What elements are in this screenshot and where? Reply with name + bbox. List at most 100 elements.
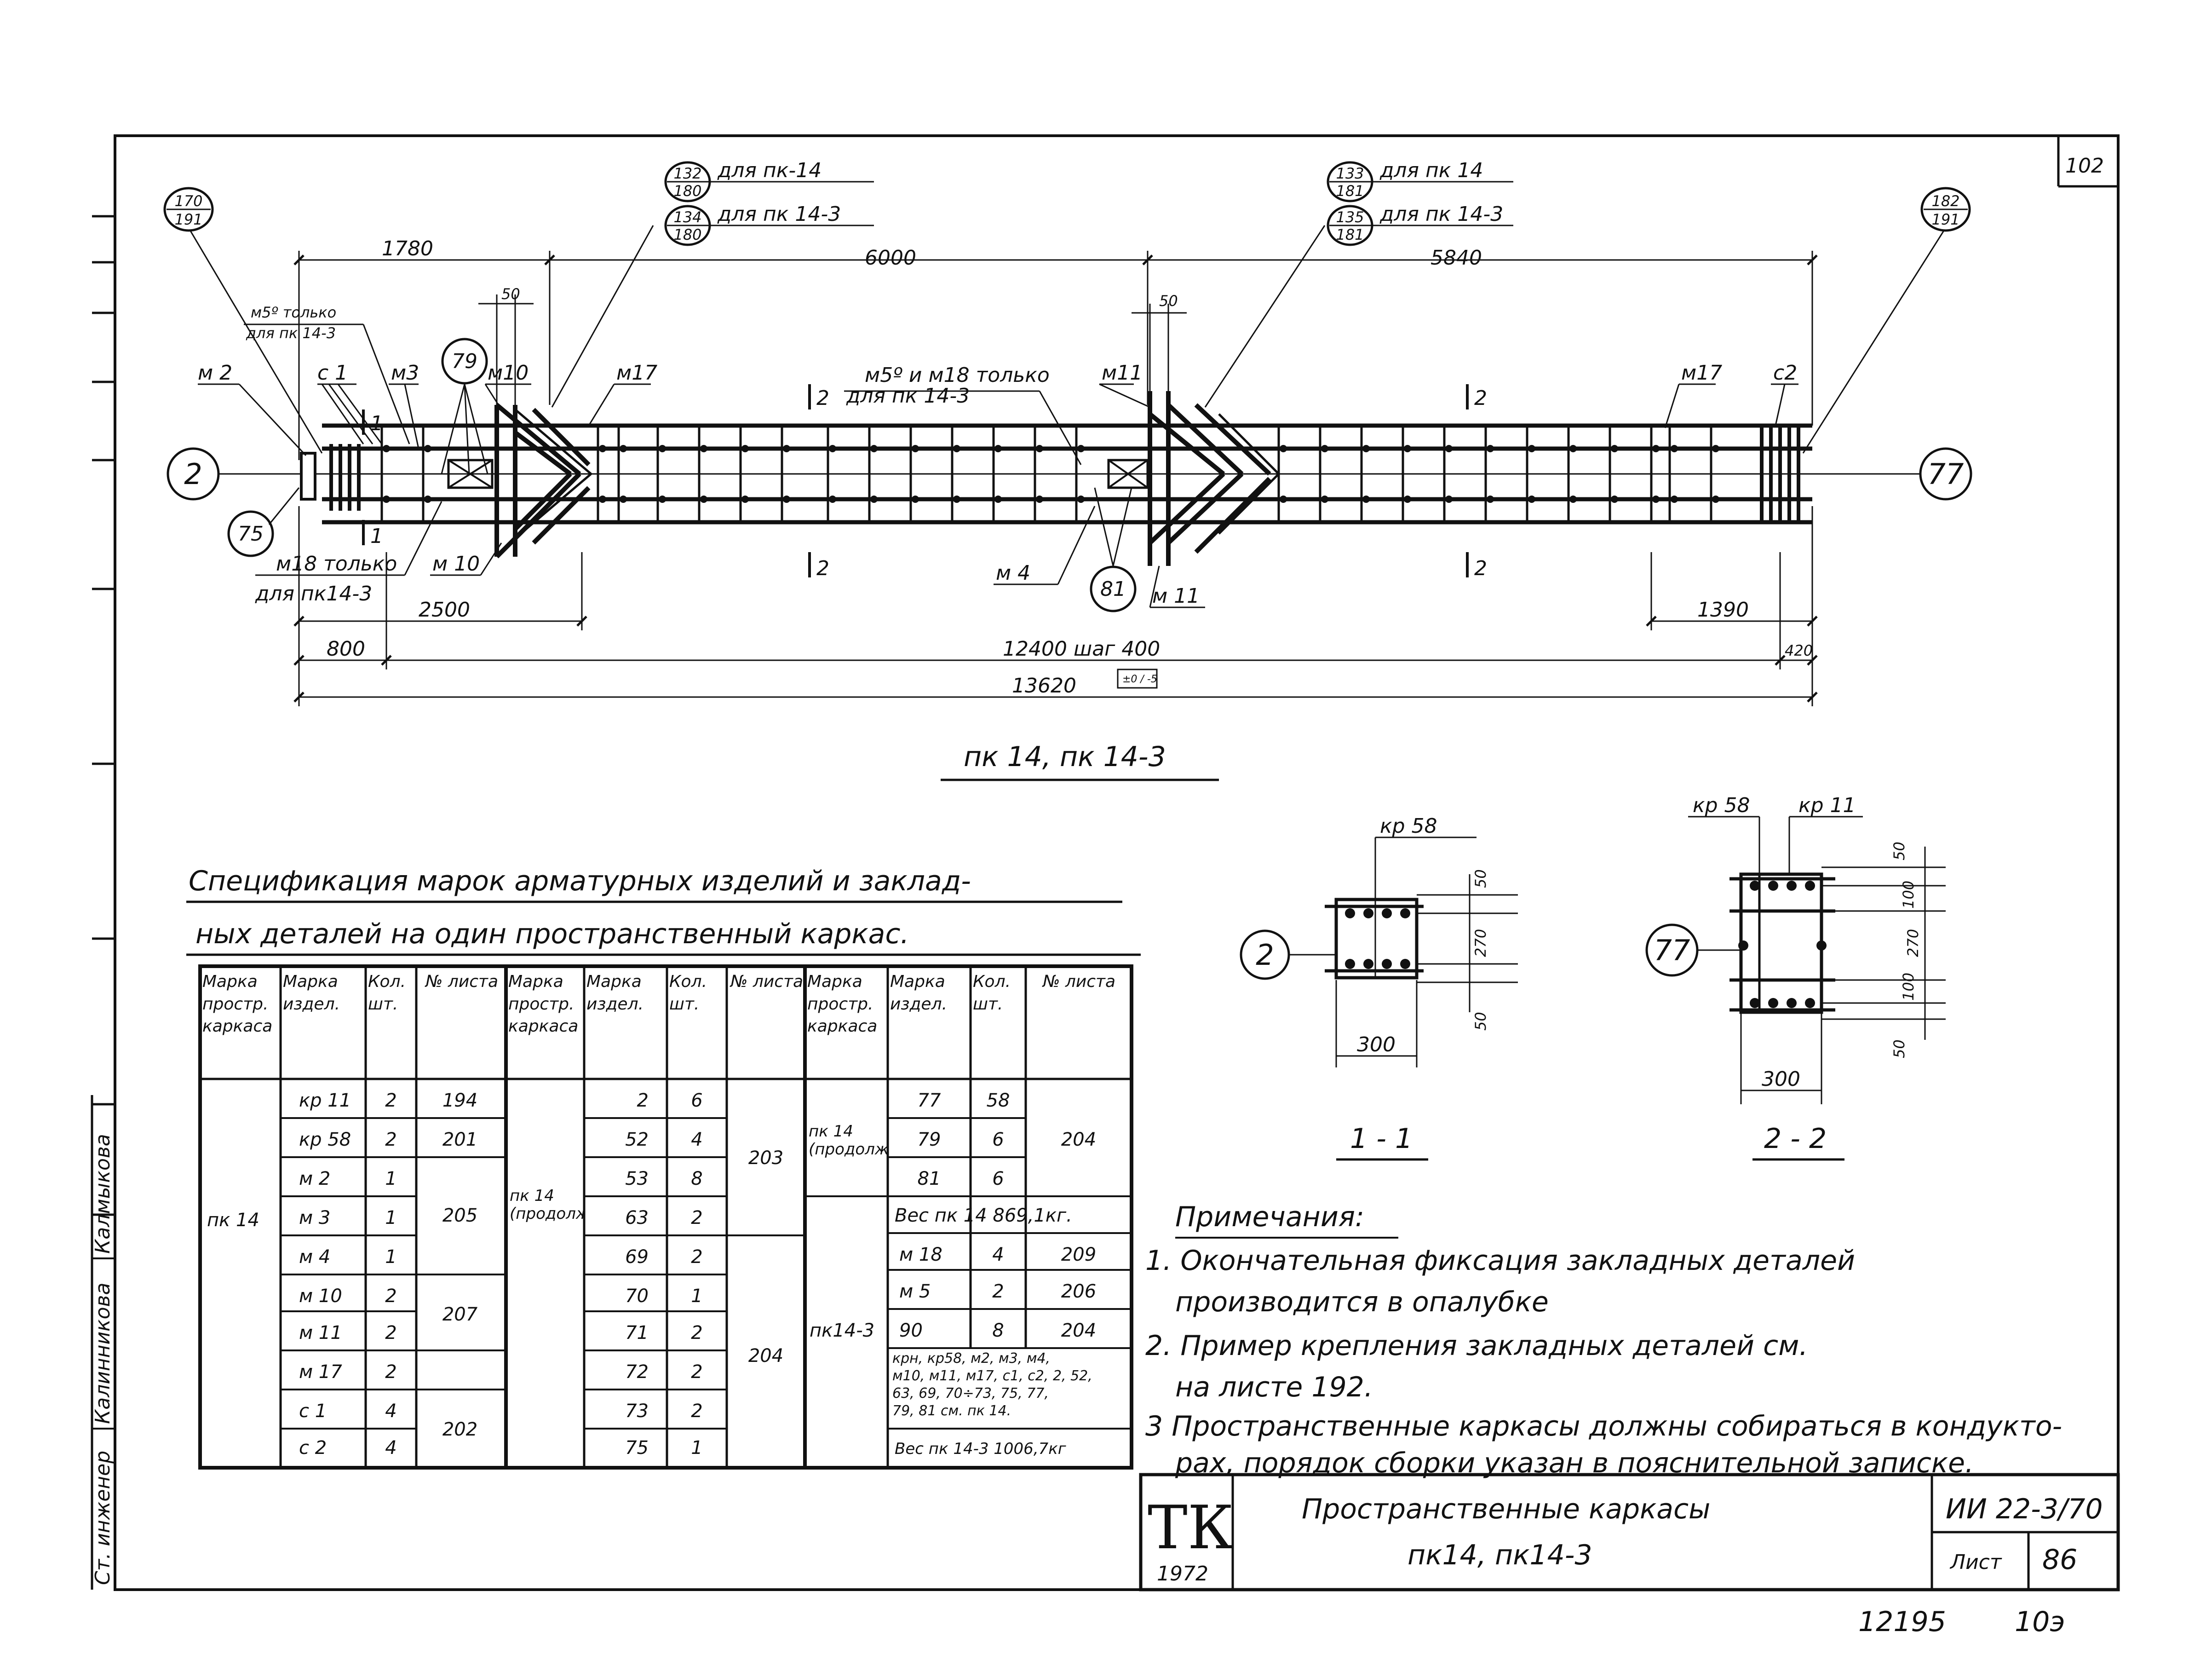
label-m10-bottom: м 10 [432,552,480,576]
callout-135-bottom: 181 [1336,226,1364,243]
g1-item: м 2 [299,1168,330,1189]
side-stamp: Ст. инженер Калинникова Калмыкова [91,1095,115,1590]
label-m17-right: м17 [1681,361,1722,385]
spec-title-line1: Спецификация марок арматурных изделий и … [189,865,971,897]
drawing-caption: пк 14, пк 14-3 [964,741,1166,773]
g3a-qty: 6 [992,1129,1004,1150]
stirrup-weld [741,496,749,503]
right-end-cluster [1760,426,1800,522]
dim-800: 800 [327,637,365,661]
taper-lines [514,409,1280,539]
cut-2-bottom-a: 2 [816,557,829,580]
callout-132-top: 132 [673,165,701,182]
callout-134-180: 134 180 для пк 14-3 [664,202,874,246]
s2-dim-100-bottom: 100 [1900,973,1917,1001]
hdr-sheet-3: № листа [1042,972,1116,991]
title-name-1: Пространственные каркасы [1302,1493,1710,1525]
s2-title: 2 - 2 [1764,1123,1827,1155]
g1-sheet: 194 [442,1090,477,1111]
spec-header-g1: Марка простр. каркаса Марка издел. Кол. … [202,972,498,1036]
section-cuts [362,384,1469,577]
g1-item: м 10 [299,1286,342,1307]
g3a-qty: 6 [992,1168,1004,1189]
stirrup-weld [1280,445,1287,452]
stirrup-weld [1611,445,1618,452]
label-m3: м3 [391,361,419,385]
stirrup-weld [829,496,836,503]
s1-dim-50-top: 50 [1472,869,1489,888]
g2-frame: пк 14 (продолжение) [510,1187,583,1223]
g3b-qty: 8 [992,1320,1004,1341]
g3-sheet-a: 204 [1061,1129,1096,1150]
hdr-item-3: Марка издел. [890,972,948,1014]
note-2a: 2. Пример крепления закладных деталей см… [1145,1330,1808,1362]
title-year: 1972 [1157,1562,1208,1586]
stamp-name2: Калмыкова [91,1134,115,1254]
callout-135-note: для пк 14-3 [1379,202,1503,226]
g3a-item: 77 [918,1090,941,1111]
stirrup-weld [994,445,1002,452]
hdr-item: Марка издел. [283,972,340,1014]
label-m5m18-note-2: для пк 14-3 [846,384,970,408]
dim-12400: 12400 шаг 400 [1003,637,1160,661]
elevation-drawing: 1 1 2 2 2 2 2 77 79 75 81 [163,159,1972,781]
dim-420: 420 [1785,642,1813,659]
g1-qty: 1 [385,1168,396,1189]
s2-dim-300: 300 [1762,1067,1800,1091]
note-1a: 1. Окончательная фиксация закладных дета… [1145,1245,1855,1277]
cut-1-bottom: 1 [370,525,383,548]
s1-title: 1 - 1 [1350,1123,1413,1155]
section-1-1: кр 58 2 50 270 50 300 1 - 1 [1240,814,1518,1161]
label-m2: м 2 [198,361,232,385]
callout-133-bottom: 181 [1336,182,1364,200]
g3b-item: м 18 [899,1244,942,1265]
stirrup-weld [1712,496,1719,503]
stirrup-weld [994,496,1002,503]
stirrup-weld [1487,445,1494,452]
g2-item: 75 [625,1437,649,1459]
s2-dim-50-top: 50 [1890,842,1908,860]
spec-title: Спецификация марок арматурных изделий и … [186,865,1141,956]
marker-77-circle [1919,447,1972,501]
title-logo: ТК [1148,1493,1234,1563]
callout-182-191: 182 191 [1920,187,1971,232]
stirrup-weld [700,445,707,452]
label-m18-note-2: для пк14-3 [255,582,372,605]
callout-134-top: 134 [673,208,701,226]
left-end-cluster [329,444,361,511]
g1-item: с 1 [299,1401,327,1422]
g3-weight-b: Вес пк 14-3 1006,7кг [895,1440,1067,1458]
stirrup-weld [599,445,606,452]
stirrup-weld [1036,496,1043,503]
s2-label-kp58: кр 58 [1693,794,1750,817]
g1-item: м 3 [299,1207,330,1228]
stirrup-weld [1036,445,1043,452]
stirrup-weld [741,445,749,452]
callout-170-bottom: 191 [174,211,202,228]
g1-qty: 4 [385,1437,396,1459]
marker-81-label: 81 [1100,577,1126,601]
stirrup-weld [1280,496,1287,503]
stirrup-weld [1671,445,1678,452]
stirrup-weld [829,445,836,452]
label-c2: с2 [1773,361,1797,385]
stirrup-weld [912,445,919,452]
s1-dim-270: 270 [1472,929,1489,957]
g1-qty: 2 [385,1090,396,1111]
cut-2-top-b: 2 [1474,386,1487,410]
g1-sheet: 201 [442,1129,477,1150]
right-node [1107,391,1271,566]
label-m10-top: м10 [488,361,529,385]
bottom-number: 12195 [1858,1606,1946,1638]
label-m18-note-1: м18 только [276,552,397,576]
dim-13620: 13620 [1012,674,1076,698]
g3b-sheet: 204 [1061,1320,1096,1341]
stirrup-weld [1445,445,1453,452]
stirrup-weld [1362,496,1370,503]
g1-sheet-205: 205 [442,1205,477,1226]
stirrup-weld [700,496,707,503]
dim-6000: 6000 [865,246,916,270]
tolerance-box [1117,669,1158,689]
